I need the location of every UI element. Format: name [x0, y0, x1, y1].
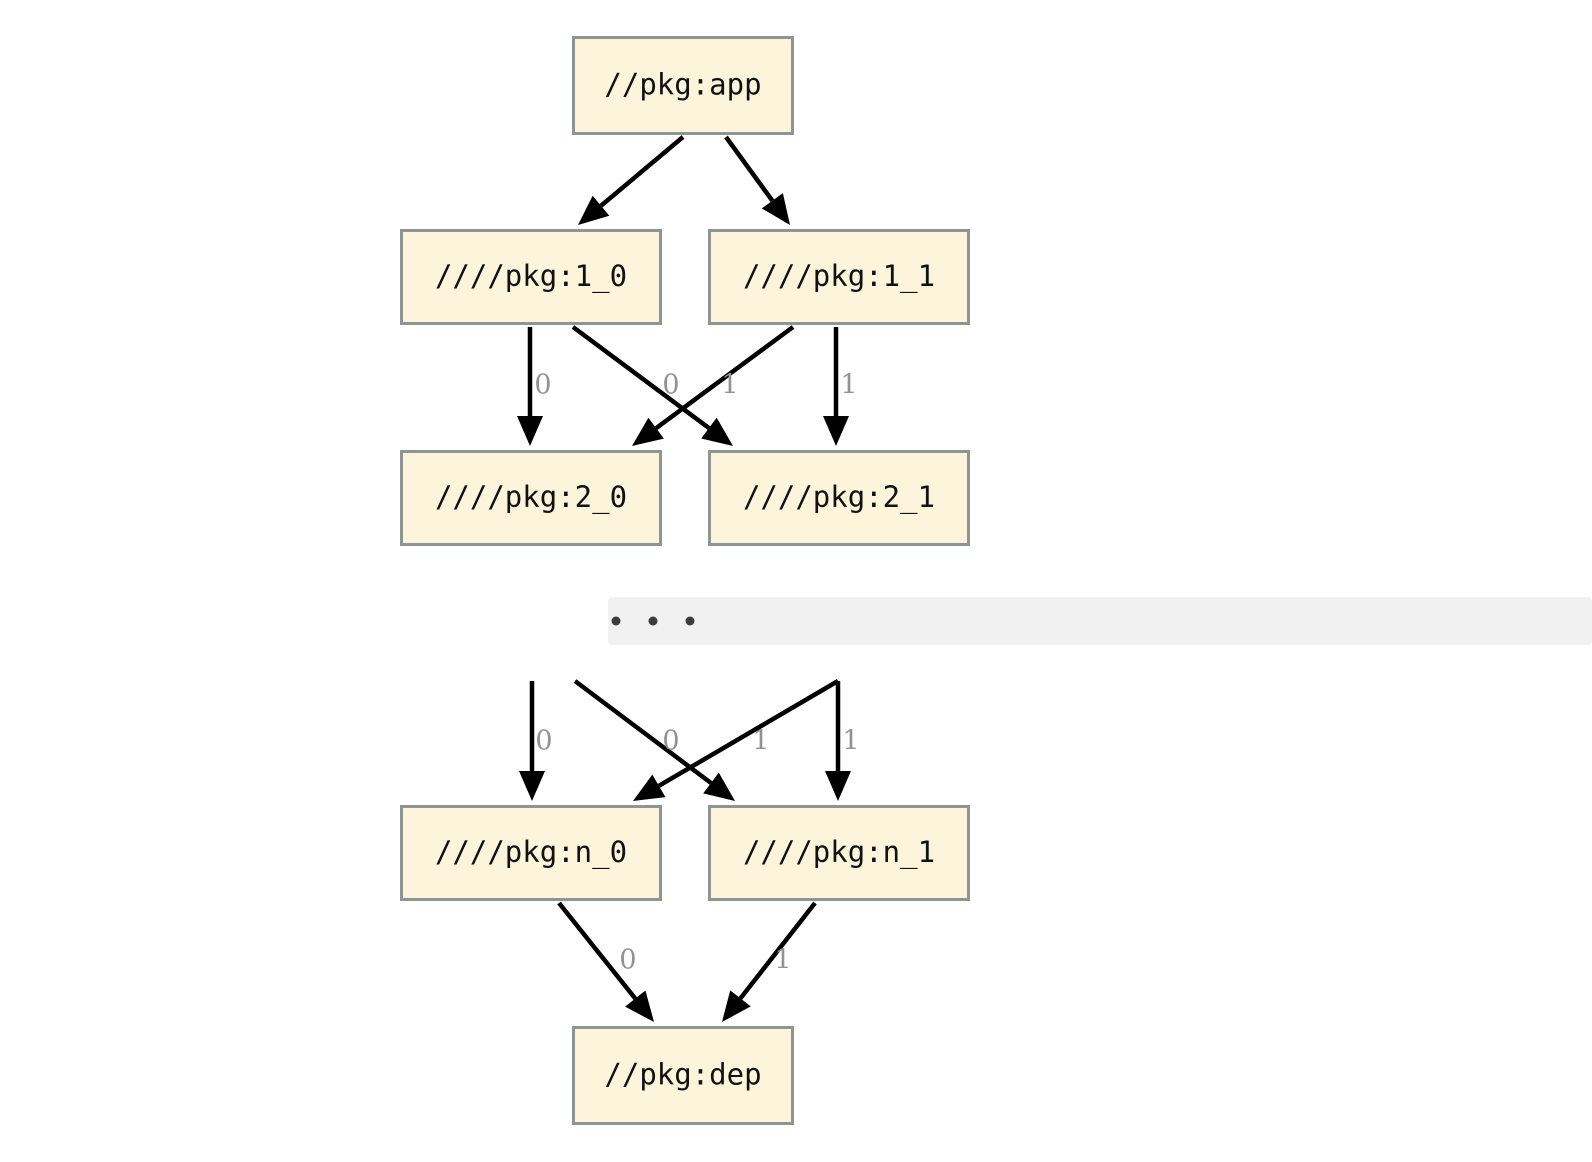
ellipsis-separator [608, 597, 1592, 645]
node-label: //pkg:app [604, 68, 761, 102]
arrowhead-icon [722, 990, 751, 1022]
node-box[interactable] [572, 1026, 794, 1125]
edge-label: 0 [662, 726, 679, 757]
node-label: //pkg:dep [604, 1058, 761, 1092]
node-label: ////pkg:2_1 [743, 480, 935, 515]
edge-label: 1 [721, 370, 738, 401]
edge-label: 0 [619, 945, 636, 976]
edge-shaft [724, 135, 775, 203]
edge-shaft [571, 325, 711, 430]
arrowhead-icon [578, 195, 610, 225]
graph-edge: 0 [517, 327, 552, 446]
graph-edge [724, 135, 790, 225]
node-box[interactable] [400, 229, 662, 325]
node-box[interactable] [400, 805, 662, 901]
arrowhead-icon [761, 193, 790, 225]
edge-label: 0 [534, 370, 551, 401]
node-box[interactable] [708, 450, 970, 546]
node-label: ////pkg:1_1 [743, 259, 935, 294]
graph-node[interactable]: ////pkg:2_1 [708, 450, 970, 546]
graph-edge: 1 [633, 679, 840, 801]
graph-node[interactable]: ////pkg:1_1 [708, 229, 970, 325]
edge-shaft [599, 135, 685, 208]
graph-edge: 1 [632, 325, 795, 446]
nodes-layer: //pkg:app ////pkg:1_0 ////pkg:1_1 ////pkg:2… [400, 36, 970, 1125]
edge-label: 1 [842, 726, 859, 757]
arrowhead-icon [632, 417, 664, 446]
node-label: ////pkg:n_0 [435, 835, 627, 870]
node-box[interactable] [572, 36, 794, 135]
graph-edge: 0 [571, 325, 733, 446]
node-box[interactable] [708, 805, 970, 901]
graph-edge: 1 [825, 681, 860, 801]
edge-label: 0 [662, 370, 679, 401]
graph-edge: 0 [573, 679, 735, 801]
node-label: ////pkg:2_0 [435, 480, 627, 515]
arrowhead-icon [519, 771, 545, 801]
edge-shaft [657, 679, 840, 788]
node-label: ////pkg:n_1 [743, 835, 935, 870]
graph-node[interactable]: ////pkg:2_0 [400, 450, 662, 546]
edge-label: 1 [840, 370, 857, 401]
edge-label: 1 [752, 726, 769, 757]
edge-label: 0 [535, 726, 552, 757]
arrowhead-icon [701, 417, 733, 446]
graph-edge [578, 135, 685, 225]
arrowhead-icon [633, 774, 666, 801]
graph-node[interactable]: //pkg:app [572, 36, 794, 135]
arrowhead-icon [625, 990, 654, 1022]
ellipsis-dot [611, 616, 621, 626]
arrowhead-icon [703, 772, 735, 801]
edge-label: 1 [774, 945, 791, 976]
graph-node[interactable]: //pkg:dep [572, 1026, 794, 1125]
ellipsis-dot [648, 616, 658, 626]
graph-edge: 0 [557, 901, 654, 1022]
ellipsis-dot [685, 616, 695, 626]
edge-shaft [573, 679, 713, 785]
arrowhead-icon [517, 416, 543, 446]
graph-edge: 1 [823, 327, 858, 446]
edge-shaft [738, 901, 817, 1000]
edges-layer: 0 0 1 1 0 0 1 1 0 1 [517, 135, 860, 1022]
ellipsis-band [608, 597, 1592, 645]
edge-shaft [654, 325, 795, 430]
graph-node[interactable]: ////pkg:1_0 [400, 229, 662, 325]
graph-node[interactable]: ////pkg:n_1 [708, 805, 970, 901]
graph-edge: 0 [519, 681, 553, 801]
arrowhead-icon [823, 416, 849, 446]
node-label: ////pkg:1_0 [435, 259, 627, 294]
graph-edge: 1 [722, 901, 817, 1022]
edge-shaft [557, 901, 638, 1000]
graph-node[interactable]: ////pkg:n_0 [400, 805, 662, 901]
node-box[interactable] [400, 450, 662, 546]
node-box[interactable] [708, 229, 970, 325]
arrowhead-icon [825, 771, 851, 801]
